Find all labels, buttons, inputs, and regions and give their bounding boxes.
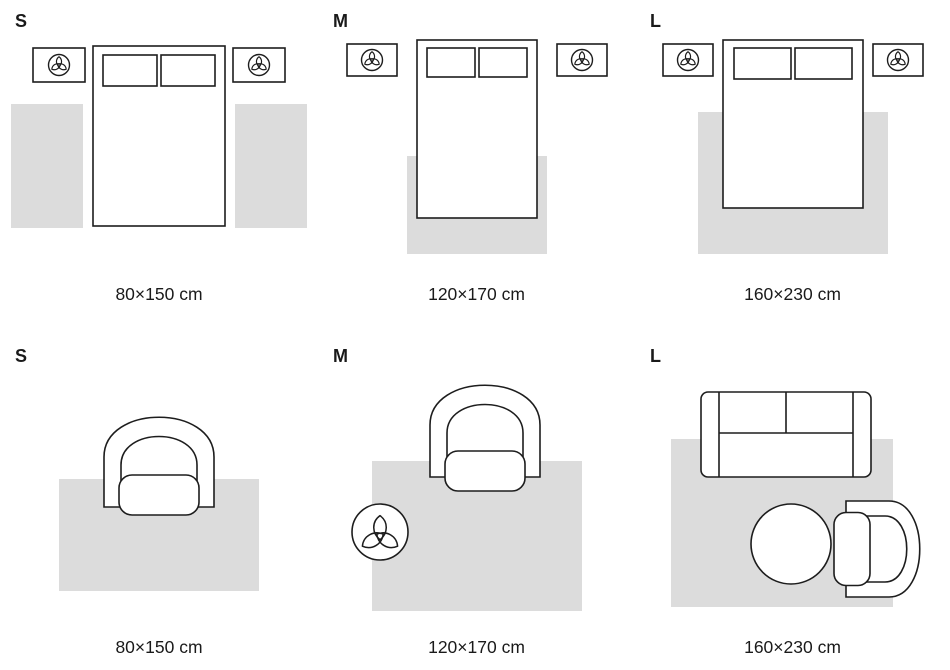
armchair-inner-line [445,403,524,477]
armchair-inner-line [120,435,198,507]
plant-icon [360,48,383,72]
armchair-seat [832,511,871,587]
armchair-seat [443,450,526,492]
pillow [160,54,216,87]
bedroom-s-diagram [11,45,307,228]
armchair-inner-line [845,515,908,583]
size-label: L [650,346,661,366]
plant-icon [247,53,271,77]
living-room-size-l-cell: L 160×230 cm [635,335,950,670]
plant-icon [886,48,909,72]
pillow [102,54,158,87]
living-room-l-diagram [670,391,921,607]
planter [350,503,409,561]
plant-icon [361,514,398,549]
pillow [732,47,792,80]
armchair [832,500,921,598]
pillow [425,47,476,78]
bedroom-size-m-cell: M 120×170 cm [318,0,635,335]
dimension-label: 80×150 cm [115,637,203,657]
bedroom-m-diagram [345,39,608,254]
dimension-label: 120×170 cm [428,284,525,304]
coffee-table [749,503,832,585]
dimension-label: 120×170 cm [428,637,525,657]
bedroom-size-s-cell: S 80×150 cm [0,0,318,335]
plant-icon [47,53,71,77]
armchair-seat [118,474,200,516]
bedroom-l-diagram [661,39,924,254]
size-label: M [333,346,348,366]
dimension-label: 80×150 cm [115,284,203,304]
bedroom-size-l-cell: L 160×230 cm [635,0,950,335]
pillow [793,47,853,80]
size-label: S [15,346,28,366]
living-room-size-s-cell: S 80×150 cm [0,335,318,670]
size-label: L [650,11,661,31]
plant-icon [570,48,593,72]
living-room-m-diagram [350,384,582,611]
size-label: M [333,11,348,31]
dimension-label: 160×230 cm [744,637,841,657]
rug [235,104,307,228]
plant-icon [676,48,699,72]
living-room-size-m-cell: M 120×170 cm [318,335,635,670]
size-label: S [15,11,28,31]
dimension-label: 160×230 cm [744,284,841,304]
rug [11,104,83,228]
living-room-s-diagram [59,416,259,591]
pillow [477,47,528,78]
nightstand [32,47,86,83]
